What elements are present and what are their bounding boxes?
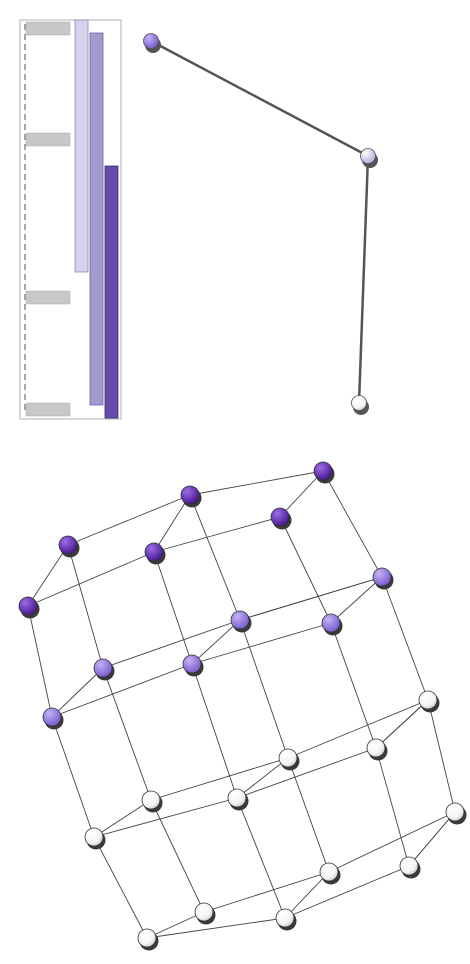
lattice-node [58, 535, 80, 558]
lattice-edge [67, 544, 104, 669]
gray-bar [25, 402, 71, 417]
lattice-edge [408, 811, 456, 867]
lattice-edge [27, 605, 53, 718]
lattice-edge [189, 470, 324, 496]
lattice-node [321, 613, 343, 636]
lattice-edge [93, 799, 152, 838]
lattice-edge [427, 699, 456, 813]
lattice-edge [189, 494, 241, 621]
lattice-edge [287, 699, 429, 759]
lattice-edge [51, 667, 104, 718]
bar-light [74, 19, 89, 273]
path-graph [143, 33, 378, 415]
lattice-edge [287, 757, 330, 873]
lattice-node [84, 827, 106, 850]
lattice-edge [381, 576, 429, 701]
lattice-edge [102, 667, 152, 801]
lattice-node [319, 862, 341, 885]
lattice-node [194, 902, 216, 925]
panel-frame [19, 19, 122, 420]
lattice-edge [330, 576, 383, 624]
lattice-node [141, 790, 163, 813]
lattice-edge [236, 797, 286, 919]
path-edge [150, 39, 369, 158]
lattice-node [93, 658, 115, 681]
lattice-edge [51, 716, 95, 838]
path-node [143, 33, 161, 53]
lattice-edge [153, 494, 191, 553]
lattice-node [227, 788, 249, 811]
lattice-edge [239, 576, 383, 621]
lattice-node [270, 507, 292, 530]
lattice-edge [191, 663, 238, 799]
lattice-node [144, 542, 166, 565]
lattice-node [399, 856, 421, 879]
lattice-edge [375, 699, 429, 749]
lattice-node [230, 610, 252, 633]
lattice-edge [375, 747, 410, 867]
lattice-edge [279, 470, 324, 518]
lattice-node [278, 748, 300, 771]
lattice-node [313, 461, 335, 484]
lattice-edge [153, 551, 193, 665]
lattice-edge [146, 911, 205, 939]
bar-dark [104, 165, 119, 419]
lattice-node [445, 802, 467, 825]
lattice-graph [18, 461, 467, 951]
lattice-edge [150, 757, 289, 801]
lattice-edges [27, 470, 456, 939]
lattice-edge [150, 799, 205, 913]
lattice-edge [236, 747, 377, 799]
lattice-edge [51, 663, 193, 718]
lattice-edge [203, 871, 330, 913]
lattice-node [418, 690, 440, 713]
lattice-edge [93, 797, 238, 838]
lattice-edge [191, 622, 332, 665]
lattice-edge [67, 494, 191, 546]
bar-medium [89, 32, 104, 406]
lattice-edge [102, 619, 241, 669]
lattice-node [366, 738, 388, 761]
lattice-edge [284, 871, 330, 919]
lattice-edge [279, 516, 332, 624]
lattice-edge [328, 811, 456, 873]
path-node [360, 148, 378, 168]
lattice-edge [239, 619, 289, 759]
lattice-nodes [18, 461, 467, 951]
lattice-edge [146, 917, 286, 939]
lattice-node [42, 707, 64, 730]
lattice-edge [153, 516, 281, 553]
lattice-node [137, 928, 159, 951]
lattice-node [182, 654, 204, 677]
lattice-node [372, 567, 394, 590]
lattice-node [275, 908, 297, 931]
lattice-edge [93, 836, 148, 939]
lattice-edge [191, 619, 241, 665]
path-edge [357, 155, 370, 404]
lattice-edge [27, 544, 69, 607]
lattice-node [180, 485, 202, 508]
bar-panel [19, 19, 122, 420]
lattice-edge [330, 622, 377, 749]
gray-bar [25, 132, 71, 147]
lattice-edge [27, 551, 155, 607]
gray-bar [25, 290, 71, 305]
lattice-edge [284, 865, 410, 919]
gray-bar [25, 21, 71, 36]
path-node [351, 395, 369, 415]
lattice-edge [322, 470, 383, 578]
lattice-edge [236, 757, 289, 799]
lattice-node [18, 596, 40, 619]
